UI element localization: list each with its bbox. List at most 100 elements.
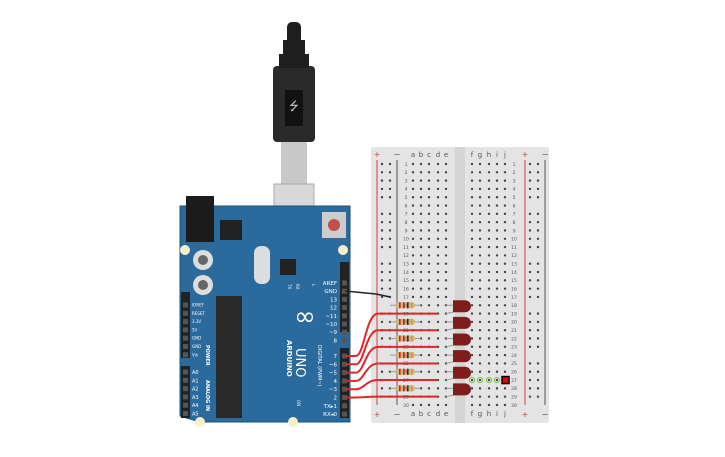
rail-hole[interactable] <box>536 345 540 349</box>
rail-hole[interactable] <box>388 237 392 240</box>
pin-socket[interactable] <box>183 352 188 358</box>
breadboard-hole[interactable] <box>503 345 507 349</box>
rail-hole[interactable] <box>536 312 540 315</box>
breadboard-hole[interactable] <box>495 353 499 357</box>
rail-hole[interactable] <box>528 345 532 349</box>
breadboard-hole[interactable] <box>470 329 474 332</box>
breadboard-hole[interactable] <box>487 254 491 257</box>
breadboard-hole[interactable] <box>411 237 415 240</box>
breadboard-hole[interactable] <box>419 204 423 207</box>
breadboard-hole[interactable] <box>495 245 499 249</box>
rail-hole[interactable] <box>536 220 540 224</box>
breadboard-hole[interactable] <box>427 204 431 207</box>
breadboard-hole[interactable] <box>503 212 507 216</box>
breadboard-hole[interactable] <box>495 212 499 216</box>
pin-socket[interactable] <box>342 337 347 343</box>
breadboard-hole[interactable] <box>495 270 499 274</box>
breadboard-hole[interactable] <box>427 353 431 357</box>
breadboard-hole[interactable] <box>444 245 448 249</box>
rail-hole[interactable] <box>388 220 392 224</box>
breadboard-hole[interactable] <box>478 378 482 382</box>
breadboard-hole[interactable] <box>478 245 482 249</box>
pin-socket[interactable] <box>342 329 347 335</box>
breadboard-hole[interactable] <box>487 387 491 390</box>
breadboard-hole[interactable] <box>419 254 423 257</box>
breadboard-hole[interactable] <box>436 204 440 207</box>
rail-hole[interactable] <box>536 196 540 199</box>
breadboard-hole[interactable] <box>503 196 507 199</box>
breadboard-hole[interactable] <box>411 229 415 232</box>
breadboard-hole[interactable] <box>427 212 431 216</box>
breadboard-hole[interactable] <box>411 162 415 166</box>
breadboard-hole[interactable] <box>411 196 415 199</box>
breadboard-hole[interactable] <box>495 395 499 398</box>
pin-socket[interactable] <box>183 327 188 333</box>
breadboard-hole[interactable] <box>444 237 448 240</box>
breadboard-hole[interactable] <box>487 220 491 224</box>
breadboard-hole[interactable] <box>478 179 482 182</box>
breadboard-hole[interactable] <box>444 220 448 224</box>
breadboard-hole[interactable] <box>503 262 507 265</box>
breadboard-hole[interactable] <box>436 295 440 299</box>
rail-hole[interactable] <box>388 196 392 199</box>
breadboard-hole[interactable] <box>444 254 448 257</box>
breadboard-hole[interactable] <box>411 171 415 174</box>
breadboard-hole[interactable] <box>478 362 482 365</box>
breadboard-hole[interactable] <box>503 245 507 249</box>
breadboard-hole[interactable] <box>503 337 507 340</box>
rail-hole[interactable] <box>528 196 532 199</box>
breadboard-hole[interactable] <box>503 162 507 166</box>
rail-hole[interactable] <box>528 329 532 332</box>
breadboard-hole[interactable] <box>495 187 499 191</box>
breadboard-hole[interactable] <box>478 395 482 398</box>
breadboard-hole[interactable] <box>487 179 491 182</box>
selected-hole-cursor[interactable] <box>501 375 510 385</box>
breadboard-hole[interactable] <box>487 378 491 382</box>
rail-hole[interactable] <box>380 270 384 274</box>
breadboard-hole[interactable] <box>444 204 448 207</box>
breadboard-hole[interactable] <box>427 304 431 307</box>
breadboard-hole[interactable] <box>503 304 507 307</box>
breadboard-hole[interactable] <box>411 262 415 265</box>
rail-hole[interactable] <box>388 171 392 174</box>
breadboard-hole[interactable] <box>470 362 474 365</box>
rail-hole[interactable] <box>528 171 532 174</box>
wire-pin-~6[interactable] <box>346 329 438 366</box>
rail-hole[interactable] <box>380 287 384 290</box>
rail-hole[interactable] <box>380 262 384 265</box>
rail-hole[interactable] <box>536 245 540 249</box>
breadboard-hole[interactable] <box>436 370 440 373</box>
breadboard-hole[interactable] <box>436 229 440 232</box>
breadboard-hole[interactable] <box>478 237 482 240</box>
breadboard-hole[interactable] <box>470 212 474 216</box>
pin-socket[interactable] <box>183 369 188 375</box>
breadboard-hole[interactable] <box>419 237 423 240</box>
breadboard-hole[interactable] <box>503 179 507 182</box>
wire-pin-4[interactable] <box>346 362 438 382</box>
breadboard-hole[interactable] <box>487 171 491 174</box>
rail-hole[interactable] <box>380 387 384 390</box>
breadboard-hole[interactable] <box>470 220 474 224</box>
breadboard-hole[interactable] <box>487 162 491 166</box>
breadboard-hole[interactable] <box>419 403 423 407</box>
rail-hole[interactable] <box>528 337 532 340</box>
led-red[interactable] <box>453 366 471 379</box>
breadboard-hole[interactable] <box>427 403 431 407</box>
breadboard-hole[interactable] <box>487 270 491 274</box>
rail-hole[interactable] <box>536 262 540 265</box>
breadboard-hole[interactable] <box>444 262 448 265</box>
breadboard-hole[interactable] <box>427 187 431 191</box>
breadboard-hole[interactable] <box>487 337 491 340</box>
breadboard-hole[interactable] <box>487 312 491 315</box>
breadboard-hole[interactable] <box>503 329 507 332</box>
breadboard-hole[interactable] <box>495 362 499 365</box>
breadboard-hole[interactable] <box>478 162 482 166</box>
rail-hole[interactable] <box>528 387 532 390</box>
breadboard-hole[interactable] <box>495 345 499 349</box>
breadboard-hole[interactable] <box>470 179 474 182</box>
breadboard-hole[interactable] <box>411 179 415 182</box>
breadboard-hole[interactable] <box>487 279 491 282</box>
rail-hole[interactable] <box>536 237 540 240</box>
rail-hole[interactable] <box>528 312 532 315</box>
